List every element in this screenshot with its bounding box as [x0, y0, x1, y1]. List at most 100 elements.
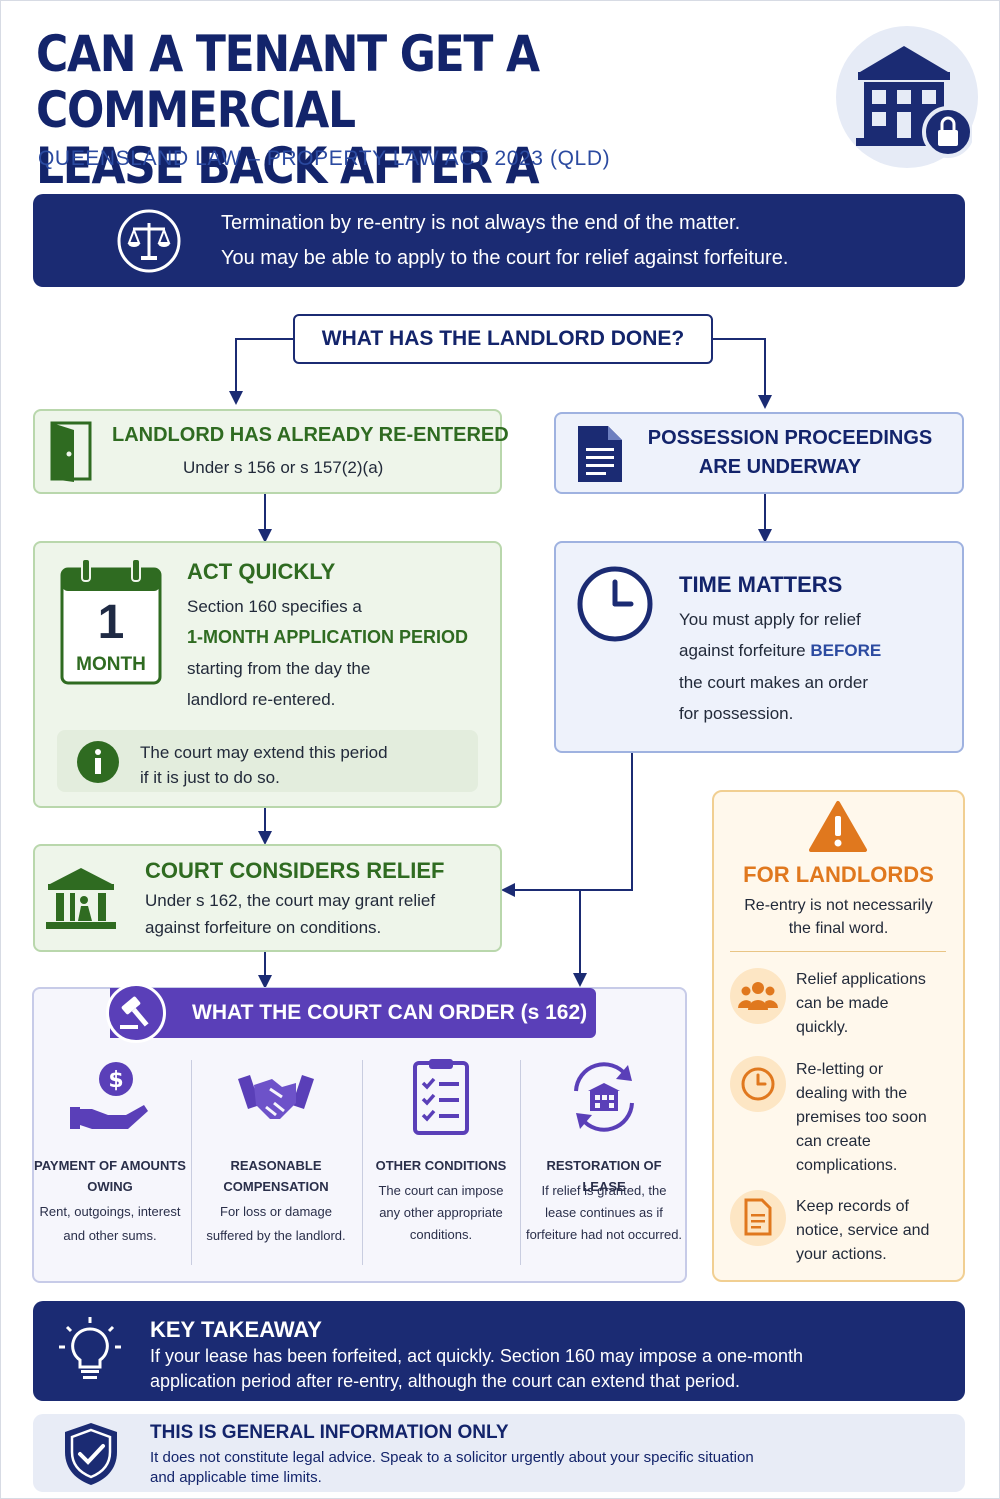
- possession-title-1: POSSESSION PROCEEDINGS: [647, 427, 933, 449]
- order-desc-line: and other sums.: [63, 1228, 157, 1243]
- landlords-item-reletting: Re-letting or dealing with the premises …: [712, 1052, 965, 1182]
- time-line-2-text: against forfeiture: [679, 641, 811, 660]
- landlords-line: your actions.: [796, 1246, 887, 1263]
- reentered-sub: Under s 156 or s 157(2)(a): [183, 458, 384, 477]
- shield-check-icon: [65, 1423, 117, 1485]
- order-desc-line: For loss or damage: [220, 1204, 332, 1219]
- landlords-line: Relief applications: [796, 971, 926, 988]
- takeaway-title: KEY TAKEAWAY: [150, 1317, 322, 1342]
- disclaimer-title: THIS IS GENERAL INFORMATION ONLY: [150, 1422, 509, 1443]
- court-considers-title: COURT CONSIDERS RELIEF: [145, 858, 445, 883]
- order-compensation-title: REASONABLE COMPENSATION: [196, 1155, 356, 1197]
- possession-title-2: ARE UNDERWAY: [698, 456, 862, 478]
- gavel-icon: [120, 996, 149, 1029]
- building-lock-icon: [856, 46, 972, 158]
- order-title-line: OWING: [87, 1179, 133, 1194]
- restore-building-icon: [574, 1062, 634, 1132]
- scales-of-justice-icon: [117, 209, 181, 273]
- court-considers-box: [33, 844, 502, 952]
- gavel-badge: [106, 983, 166, 1043]
- disclaimer-line-1: It does not constitute legal advice. Spe…: [150, 1449, 754, 1466]
- handshake-icon: [238, 1075, 314, 1119]
- banner-line-1: Termination by re-entry is not always th…: [221, 212, 741, 234]
- order-compensation: REASONABLE COMPENSATION For loss or dama…: [196, 1055, 356, 1265]
- landlords-item-text: Keep records of notice, service and your…: [796, 1195, 956, 1267]
- landlords-item-records: Keep records of notice, service and your…: [712, 1188, 965, 1268]
- column-divider: [362, 1060, 363, 1265]
- disclaimer-banner: THIS IS GENERAL INFORMATION ONLY It does…: [33, 1414, 965, 1492]
- act-line-2: 1-MONTH APPLICATION PERIOD: [187, 627, 469, 647]
- extension-note: [57, 730, 478, 792]
- intro-banner: Termination by re-entry is not always th…: [33, 194, 965, 287]
- landlords-line: complications.: [796, 1157, 898, 1174]
- takeaway-line-1: If your lease has been forfeited, act qu…: [150, 1346, 804, 1366]
- column-divider: [191, 1060, 192, 1265]
- order-other-conditions: OTHER CONDITIONS The court can impose an…: [361, 1055, 521, 1265]
- note-line-1: The court may extend this period: [140, 743, 388, 762]
- door-icon: [50, 421, 92, 482]
- act-line-3: starting from the day the: [187, 659, 371, 678]
- hand-dollar-icon: $: [70, 1062, 148, 1129]
- before-emphasis: BEFORE: [810, 641, 882, 660]
- possession-box: [554, 412, 964, 494]
- time-line-1: You must apply for relief: [679, 610, 861, 629]
- warning-icon: [809, 801, 867, 852]
- court-orders-title: WHAT THE COURT CAN ORDER (s 162): [110, 988, 596, 1038]
- order-desc-line: The court can impose: [378, 1183, 504, 1198]
- landlords-item-text: Relief applications can be made quickly.: [796, 968, 956, 1040]
- landlords-title: FOR LANDLORDS: [743, 862, 934, 887]
- info-icon: [77, 741, 119, 783]
- order-desc-line: lease continues as if: [545, 1205, 663, 1220]
- calendar-unit: MONTH: [76, 654, 146, 675]
- group-icon: [738, 982, 778, 1010]
- order-desc-line: If relief is granted, the: [541, 1183, 667, 1198]
- landlords-sub-2: the final word.: [788, 920, 889, 937]
- order-desc-line: any other appropriate: [379, 1205, 503, 1220]
- document-icon: [578, 426, 622, 482]
- court-line-2: against forfeiture on conditions.: [145, 918, 382, 937]
- reentered-title: LANDLORD HAS ALREADY RE-ENTERED: [112, 424, 509, 446]
- courthouse-icon: [46, 868, 116, 929]
- order-restoration: RESTORATION OF LEASE If relief is grante…: [524, 1055, 684, 1265]
- order-desc-line: suffered by the landlord.: [206, 1228, 346, 1243]
- lightbulb-icon: [59, 1317, 121, 1379]
- checklist-icon: [413, 1059, 469, 1135]
- note-line-2: if it is just to do so.: [140, 768, 280, 787]
- calendar-number: 1: [97, 596, 125, 649]
- banner-line-2: You may be able to apply to the court fo…: [221, 247, 789, 269]
- time-line-2: against forfeiture BEFORE: [679, 641, 881, 661]
- key-takeaway-banner: KEY TAKEAWAY If your lease has been forf…: [33, 1301, 965, 1401]
- order-desc-line: conditions.: [409, 1227, 473, 1242]
- order-title-line: COMPENSATION: [223, 1179, 329, 1194]
- order-title-line: REASONABLE: [230, 1158, 322, 1173]
- order-desc-line: Rent, outgoings, interest: [39, 1204, 181, 1219]
- calendar-icon: [60, 558, 162, 685]
- landlords-sub-1: Re-entry is not necessarily: [744, 897, 933, 914]
- group-icon-bg: [730, 968, 786, 1024]
- act-line-4: landlord re-entered.: [187, 690, 336, 709]
- landlords-line: can create: [796, 1133, 871, 1150]
- clock-icon: [577, 566, 653, 642]
- reentered-box: [33, 409, 502, 494]
- time-matters-title: TIME MATTERS: [679, 572, 843, 597]
- question-box: WHAT HAS THE LANDLORD DONE?: [293, 314, 713, 364]
- page-subtitle: QUEENSLAND LAW – PROPERTY LAW ACT 2023 (…: [38, 147, 611, 170]
- clock-icon: [741, 1067, 775, 1101]
- records-icon: [744, 1198, 772, 1236]
- order-title-line: PAYMENT OF AMOUNTS: [34, 1158, 186, 1173]
- takeaway-line-2: application period after re-entry, altho…: [150, 1371, 741, 1391]
- landlords-line: can be made: [796, 995, 889, 1012]
- landlords-line: dealing with the: [796, 1085, 908, 1102]
- time-line-3: the court makes an order: [679, 673, 868, 692]
- landlords-line: quickly.: [796, 1019, 849, 1036]
- landlords-divider: [730, 951, 946, 952]
- landlords-line: Keep records of: [796, 1198, 909, 1215]
- order-other-title: OTHER CONDITIONS: [375, 1158, 507, 1173]
- order-payment: $ PAYMENT OF AMOUNTS OWING Rent, outgoin…: [30, 1055, 190, 1265]
- landlords-item-relief: Relief applications can be made quickly.: [712, 960, 965, 1040]
- order-desc-line: forfeiture had not occurred.: [525, 1227, 683, 1242]
- title-line-1: CAN A TENANT GET A COMMERCIAL: [36, 25, 540, 139]
- time-line-4: for possession.: [679, 704, 794, 723]
- landlords-item-text: Re-letting or dealing with the premises …: [796, 1058, 956, 1178]
- order-payment-title: PAYMENT OF AMOUNTS OWING: [30, 1155, 190, 1197]
